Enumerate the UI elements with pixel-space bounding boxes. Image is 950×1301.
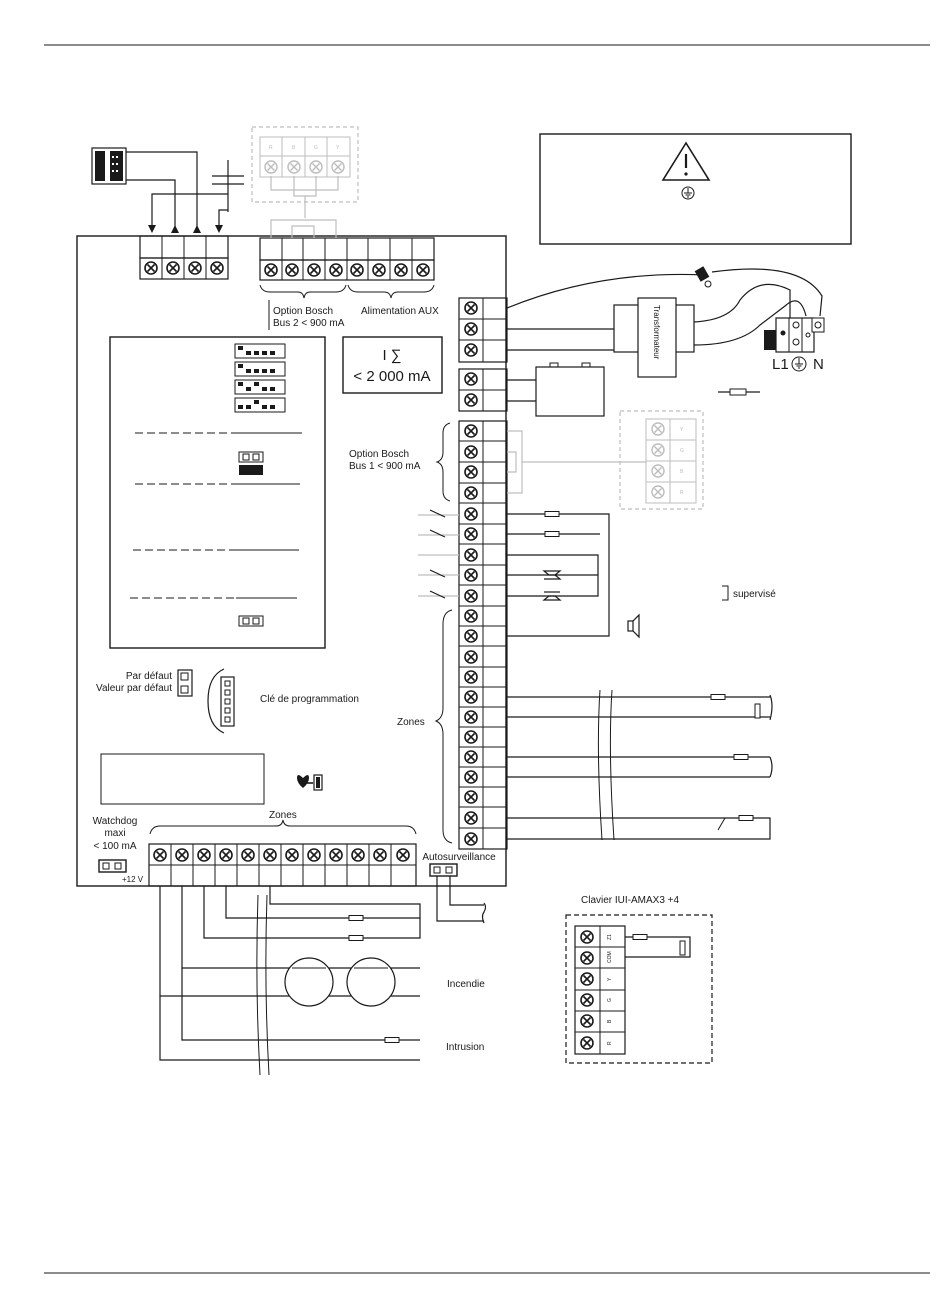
l1-label: L1: [772, 356, 789, 373]
plus-12v-label: +12 V: [122, 875, 144, 884]
phone-wiring: [126, 152, 244, 228]
programming-key: [208, 669, 234, 733]
option-bosch-bus1-label: Option Bosch: [349, 449, 409, 460]
ground-symbol-icon: [682, 187, 694, 199]
transformer: Transformateur: [614, 298, 694, 377]
blank-label-area: [101, 754, 264, 804]
right-terminal-column: [459, 298, 507, 849]
zone-loops-right: [507, 690, 772, 840]
supervised-bracket: [722, 586, 728, 600]
watchdog-current-label: < 100 mA: [93, 841, 136, 852]
fuse-icon: [730, 389, 746, 395]
bus-module-top-terminal-1: R: [269, 145, 273, 151]
current-max-value: < 2 000 mA: [353, 368, 430, 385]
tamper-jumper: [430, 864, 457, 876]
warning-box: [540, 134, 851, 244]
alimentation-aux-label: Alimentation AUX: [361, 306, 439, 317]
phone-line-terminals: [140, 236, 228, 279]
watchdog-label: Watchdog: [93, 816, 138, 827]
warning-triangle-icon: [663, 143, 709, 180]
jumper-upper: [239, 452, 263, 475]
relay-switch-symbols: [418, 510, 459, 598]
control-panel-board: [77, 236, 506, 886]
jumper-lower: [239, 616, 263, 626]
optional-bus-module-right: Y G B R: [507, 411, 703, 509]
dashed-separators: [130, 433, 302, 598]
bus-module-top-terminal-2: B: [292, 145, 296, 151]
telephone-icon: [92, 148, 126, 184]
intrusion-label: Intrusion: [446, 1042, 484, 1053]
keypad-terminal-z1: Z1: [607, 934, 613, 940]
supervise-label: supervisé: [733, 589, 776, 600]
bus-module-top-terminal-3: G: [314, 145, 318, 151]
keypad-terminal-g: G: [607, 998, 613, 1002]
default-jumpers: [178, 670, 192, 696]
bus-module-side-terminal-2: G: [680, 448, 684, 454]
bus-module-top-terminal-4: Y: [336, 145, 340, 151]
bus-module-side-terminal-1: Y: [680, 427, 684, 433]
bottom-terminal-block: [149, 844, 416, 886]
programming-key-label: Clé de programmation: [260, 694, 359, 705]
autosurveillance-label: Autosurveillance: [422, 852, 496, 863]
keypad-title: Clavier IUI-AMAX3 +4: [581, 895, 680, 906]
option-bosch-bus2-label: Option Bosch: [273, 306, 333, 317]
ferrite-clip-icon: [695, 266, 711, 287]
phone-arrows: [148, 225, 223, 233]
keypad-terminal-y: Y: [607, 977, 613, 981]
watchdog-jumper: [99, 860, 126, 872]
keypad-terminal-r: R: [607, 1041, 613, 1045]
fire-detectors: [285, 958, 395, 1006]
dip-switches: [235, 344, 285, 412]
zones-right-label: Zones: [397, 717, 425, 728]
option-bosch-bus1-current: Bus 1 < 900 mA: [349, 461, 421, 472]
mains-terminal-block: [764, 318, 824, 352]
tamper-wiring: [437, 876, 486, 923]
dip-switch-knobs: [238, 346, 275, 409]
n-label: N: [813, 356, 824, 373]
incendie-label: Incendie: [447, 979, 485, 990]
heart-indicator-icon: [297, 775, 322, 790]
mains-ground-symbol-icon: [792, 357, 806, 371]
keypad-terminal-com: COM: [607, 951, 613, 963]
par-defaut-label: Par défaut: [126, 671, 172, 682]
option-bosch-bus2-current: Bus 2 < 900 mA: [273, 318, 345, 329]
zones-right-brace: [436, 610, 452, 843]
watchdog-maxi-label: maxi: [104, 828, 125, 839]
settings-area: [110, 337, 325, 648]
speaker-icon: [628, 615, 639, 637]
bus2-aux-terminals: [260, 238, 434, 280]
transformer-label: Transformateur: [652, 305, 661, 360]
battery: [536, 367, 604, 416]
zones-bottom-label: Zones: [269, 810, 297, 821]
keypad-terminal-b: B: [607, 1019, 613, 1023]
bus-module-side-terminal-4: R: [680, 490, 684, 496]
bus1-brace: [437, 423, 450, 501]
optional-bus-module-top: R B G Y: [252, 127, 358, 238]
bus-module-side-terminal-3: B: [680, 469, 684, 475]
zones-bottom-brace: [150, 820, 416, 834]
current-sum-symbol: I ∑: [382, 347, 401, 364]
zone-resistors-right: [711, 695, 760, 831]
valeur-par-defaut-label: Valeur par défaut: [96, 683, 172, 694]
